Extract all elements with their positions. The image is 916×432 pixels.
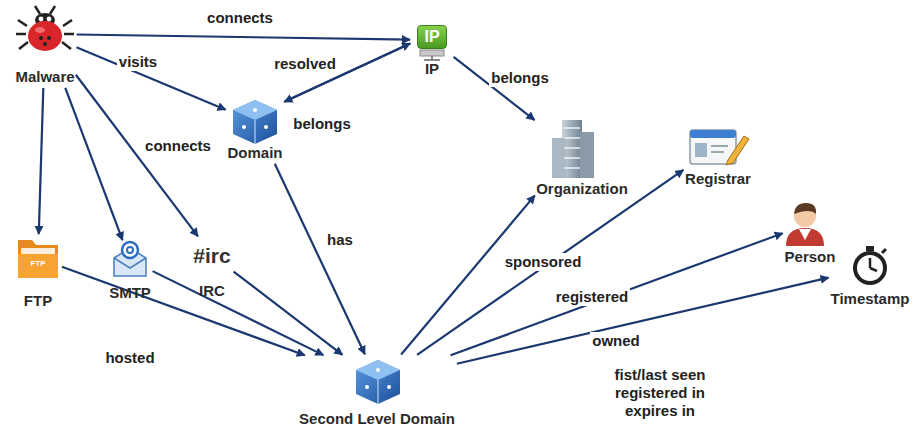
edge-label: visits bbox=[117, 53, 159, 71]
registrar-icon bbox=[690, 130, 749, 165]
organization-icon bbox=[552, 120, 594, 178]
organization-node: Organization bbox=[536, 118, 628, 198]
smtp-node: SMTP bbox=[109, 242, 151, 302]
node-label: Second Level Domain bbox=[299, 410, 455, 428]
icon-text: FTP bbox=[30, 259, 45, 268]
node-label: Person bbox=[785, 248, 836, 266]
icon-slot bbox=[688, 128, 748, 170]
icon-slot bbox=[557, 118, 607, 180]
registrar-node: Registrar bbox=[685, 128, 751, 188]
malware-node: Malware bbox=[15, 12, 74, 86]
second-level-domain-node: Second Level Domain bbox=[299, 356, 455, 428]
edge-label: registered bbox=[554, 288, 631, 306]
second-level-domain-cube-icon bbox=[356, 360, 400, 404]
icon-slot: #irc bbox=[192, 238, 232, 282]
icon-slot bbox=[110, 242, 150, 284]
icon-text: #irc bbox=[193, 244, 230, 268]
arrow-connector bbox=[153, 271, 324, 355]
irc-node: #ircIRC bbox=[192, 238, 232, 300]
arrow-connector bbox=[417, 170, 683, 355]
arrow-connector bbox=[76, 47, 225, 110]
domain-node: Domain bbox=[227, 98, 282, 162]
node-label: SMTP bbox=[109, 284, 151, 302]
edge-label: resolved bbox=[272, 55, 338, 73]
arrow-connector bbox=[62, 267, 305, 356]
stopwatch-icon bbox=[855, 246, 886, 283]
arrow-connector bbox=[77, 34, 410, 39]
ftp-folder-icon bbox=[18, 240, 58, 278]
icon-slot: IP bbox=[412, 22, 452, 60]
edge-label: owned bbox=[590, 332, 642, 350]
icon-slot bbox=[230, 98, 280, 144]
arrow-connector bbox=[65, 88, 122, 240]
malware-icon bbox=[16, 6, 74, 51]
edge-label: sponsored bbox=[503, 253, 584, 271]
ip-icon bbox=[420, 50, 444, 60]
icon-slot bbox=[20, 12, 70, 68]
node-label: Timestamp bbox=[831, 290, 910, 308]
domain-cube-icon bbox=[233, 100, 277, 144]
arrow-connector bbox=[39, 88, 44, 234]
node-label: Organization bbox=[536, 180, 628, 198]
edge-label: hosted bbox=[103, 349, 156, 367]
timestamp-node: Timestamp bbox=[831, 244, 910, 308]
edge-label: belongs bbox=[489, 69, 551, 87]
arrow-connector bbox=[234, 272, 343, 355]
ip-node: IP IP bbox=[412, 22, 452, 78]
icon-slot bbox=[787, 200, 833, 248]
edge-label: connects bbox=[143, 137, 213, 155]
node-label: Domain bbox=[227, 144, 282, 162]
arrow-connector bbox=[454, 57, 535, 120]
person-node: Person bbox=[785, 200, 836, 266]
arrow-connector bbox=[275, 164, 365, 354]
node-label: Registrar bbox=[685, 170, 751, 188]
icon-slot bbox=[352, 356, 402, 410]
person-icon bbox=[786, 203, 824, 246]
node-label: Malware bbox=[15, 68, 74, 86]
icon-slot bbox=[850, 244, 890, 290]
icon-text: IP bbox=[417, 25, 446, 49]
node-label: FTP bbox=[24, 292, 52, 310]
arrow-connector bbox=[76, 75, 198, 237]
node-label: IRC bbox=[199, 282, 225, 300]
arrow-connector bbox=[451, 233, 783, 355]
edge-label: has bbox=[325, 231, 355, 249]
edge-label: connects bbox=[205, 9, 275, 27]
smtp-envelope-icon bbox=[114, 242, 146, 276]
arrow-connector bbox=[457, 278, 829, 364]
ftp-node: FTP FTP bbox=[16, 236, 60, 310]
node-label: IP bbox=[425, 60, 439, 78]
edge-label: fist/last seen registered in expires in bbox=[602, 366, 718, 420]
icon-slot: FTP bbox=[16, 236, 60, 292]
edge-label: belongs bbox=[291, 115, 353, 133]
